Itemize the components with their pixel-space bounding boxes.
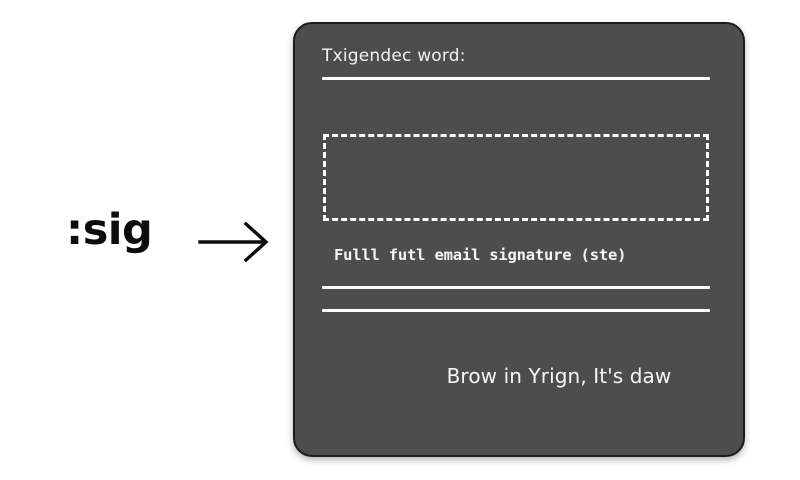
divider-middle — [322, 286, 710, 289]
trigger-word-label: Txigendec word: — [322, 46, 466, 66]
signature-drop-zone[interactable] — [323, 134, 709, 221]
signature-card: Txigendec word: Fulll futl email signatu… — [293, 22, 745, 457]
arrow-right-icon — [198, 218, 276, 266]
card-tagline: Brow in Yrign, It's daw — [446, 364, 672, 388]
signature-description: Fulll futl email signature (ste) — [334, 246, 627, 264]
divider-bottom — [322, 309, 710, 312]
divider-top — [322, 77, 710, 80]
card-content: Txigendec word: Fulll futl email signatu… — [322, 24, 710, 455]
trigger-token: :sig — [66, 205, 153, 255]
